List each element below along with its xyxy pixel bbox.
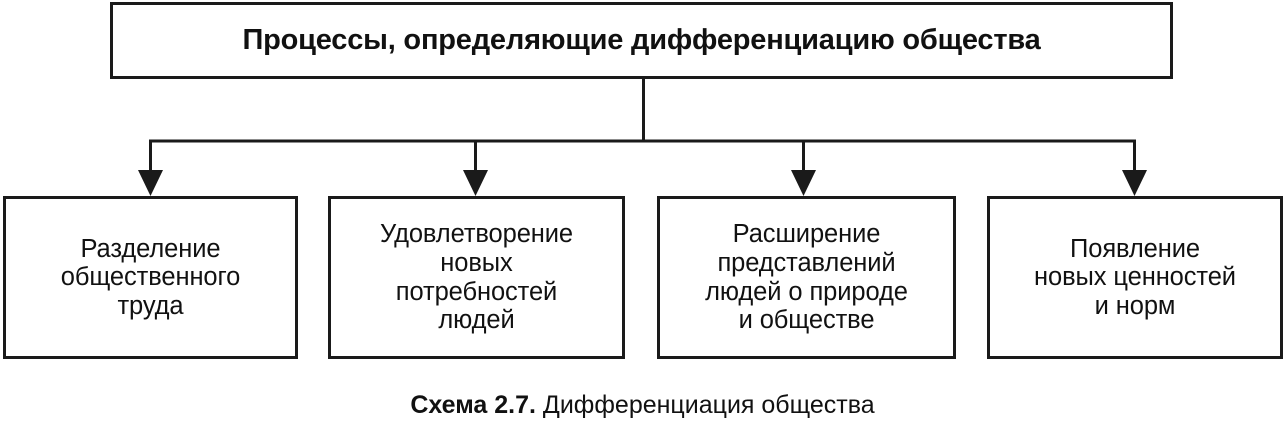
arrowhead-2 [791,170,816,196]
leaf-node-label: Разделение общественного труда [60,234,241,320]
figure-caption-label: Схема 2.7. [410,391,536,419]
leaf-node-label: Появление новых ценностей и норм [1034,234,1236,320]
leaf-node-box-new-values: Появление новых ценностей и норм [987,196,1283,359]
arrowhead-3 [1122,170,1147,196]
figure-caption-title: Дифференциация общества [535,391,875,419]
leaf-node-box-new-needs: Удовлетворение новых потребностей людей [328,196,625,359]
root-node-label: Процессы, определяющие дифференциацию об… [242,24,1041,57]
leaf-node-box-division-of-labour: Разделение общественного труда [3,196,298,359]
root-node-box: Процессы, определяющие дифференциацию об… [110,2,1173,79]
arrowhead-1 [463,170,488,196]
figure-caption: Схема 2.7. Дифференциация общества [0,390,1285,420]
leaf-node-box-expanded-views: Расширение представлений людей о природе… [657,196,956,359]
arrowhead-0 [138,170,163,196]
leaf-node-label: Расширение представлений людей о природе… [705,220,908,335]
leaf-node-label: Удовлетворение новых потребностей людей [379,220,574,335]
